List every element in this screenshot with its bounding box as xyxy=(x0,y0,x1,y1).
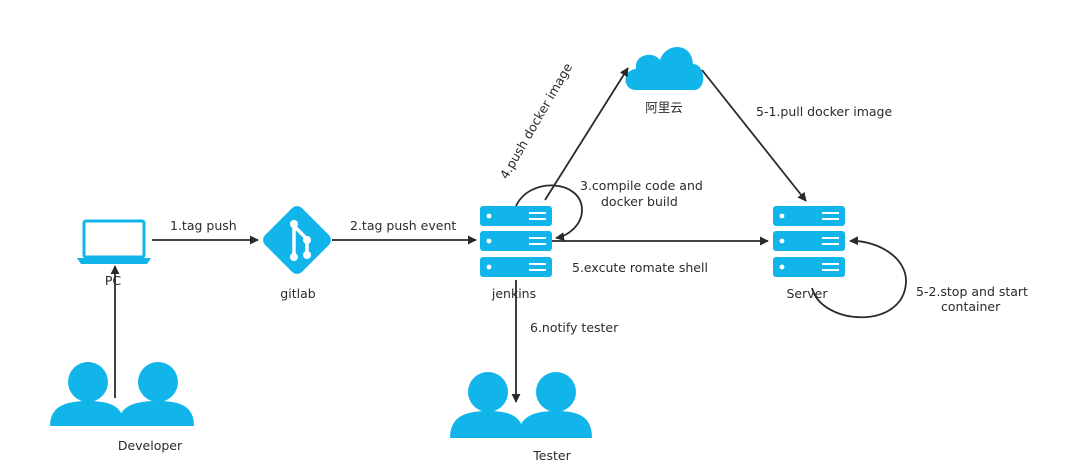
edge-push-image-label: 4.push docker image xyxy=(497,60,576,181)
edge-excute-shell-label: 5.excute romate shell xyxy=(572,260,708,275)
edge-stop-start-loop xyxy=(811,236,907,319)
gitlab-icon xyxy=(263,206,331,274)
edge-compile-loop xyxy=(515,184,583,242)
server-icon xyxy=(773,206,845,277)
tester-people-icon xyxy=(450,372,592,438)
edge-tag-push-label: 1.tag push xyxy=(170,218,237,233)
developer-people-icon xyxy=(50,362,194,426)
edge-stop-start-label-2: container xyxy=(941,299,1001,314)
edge-push-image xyxy=(544,67,629,201)
edge-pull-image xyxy=(701,69,807,202)
edge-notify-tester-label: 6.notify tester xyxy=(530,320,619,335)
developer-label: Developer xyxy=(118,438,183,453)
cloud-icon xyxy=(625,46,704,90)
pc-label: PC xyxy=(105,273,122,288)
edge-tag-push-event-label: 2.tag push event xyxy=(350,218,456,233)
jenkins-server-icon xyxy=(480,206,552,277)
tester-label: Tester xyxy=(532,448,571,463)
edge-pull-image-label: 5-1.pull docker image xyxy=(756,104,892,119)
gitlab-label: gitlab xyxy=(280,286,315,301)
cloud-label: 阿里云 xyxy=(645,100,683,115)
jenkins-label: jenkins xyxy=(491,286,536,301)
laptop-icon xyxy=(77,219,151,264)
server-label: Server xyxy=(787,286,829,301)
edge-compile-label-2: docker build xyxy=(601,194,678,209)
edge-stop-start-label-1: 5-2.stop and start xyxy=(916,284,1028,299)
edge-compile-label-1: 3.compile code and xyxy=(580,178,703,193)
